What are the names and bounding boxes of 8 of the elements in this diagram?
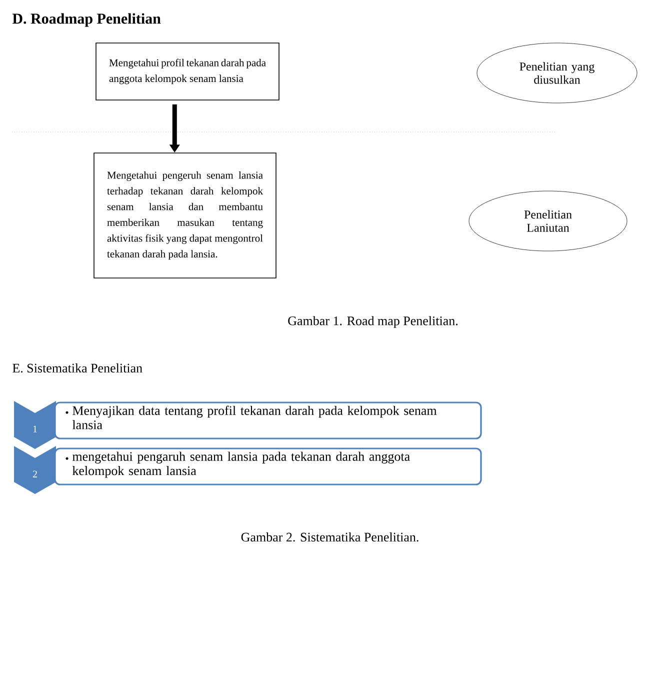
heading: D. Roadmap Penelitian — [12, 13, 161, 27]
heading: E. Sistematika Penelitian — [12, 363, 142, 373]
text-box: Mengetahui profil tekanan darah pada anggota kelompok senam lansia — [96, 42, 280, 100]
step-box: Menyajikan data tentang profil tekanan darah pada kelompok senam lansia — [54, 402, 482, 440]
step-box: mengetahui pengaruh senam lansia pada tekanan darah anggota kelompok senam lansia — [54, 448, 482, 486]
caption: Gambar 1. Road map Penelitian. — [288, 316, 458, 328]
text-box: Mengetahui pengeruh senam lansia terhadap tekanan darah kelompok senam lansia dan membantu memberikan masukan tentang aktivitas fisik yang dapat mengontrol tekanan darah pada lansia. — [94, 152, 276, 278]
caption: Gambar 2. Sistematika Penelitian. — [241, 532, 418, 542]
